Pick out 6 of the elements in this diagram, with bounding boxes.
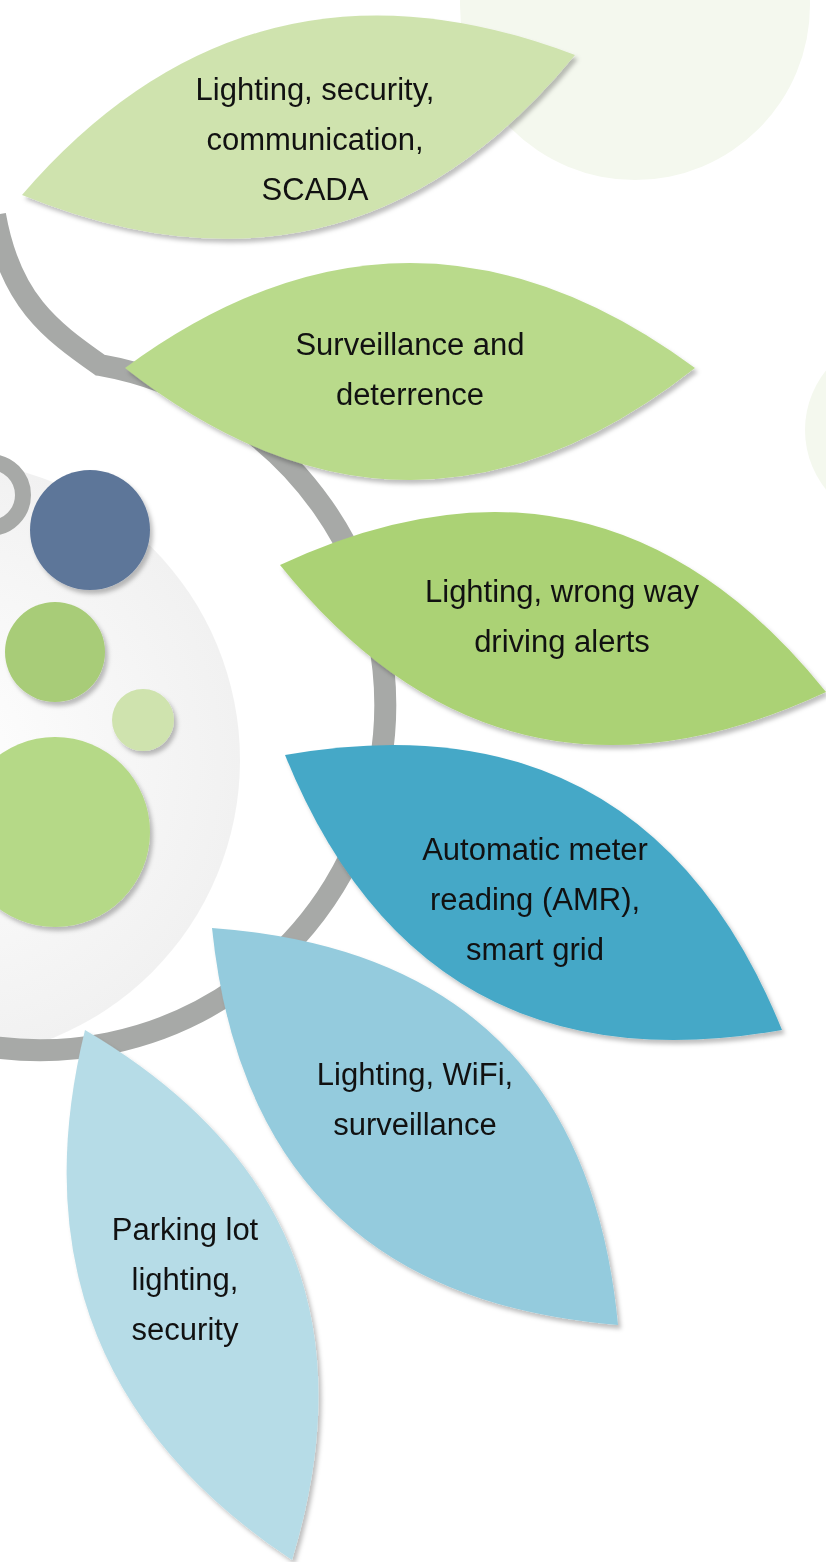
leaf-label: Automatic meter reading (AMR), smart grid bbox=[421, 831, 649, 969]
leaf-label: Parking lot lighting, security bbox=[110, 1211, 260, 1349]
leaf-label: Lighting, wrong way driving alerts bbox=[424, 573, 700, 661]
leaf-label: Lighting, security, communication, SCADA bbox=[194, 71, 436, 209]
leaf-label: Lighting, WiFi, surveillance bbox=[315, 1056, 515, 1144]
leaf-label: Surveillance and deterrence bbox=[294, 326, 526, 414]
